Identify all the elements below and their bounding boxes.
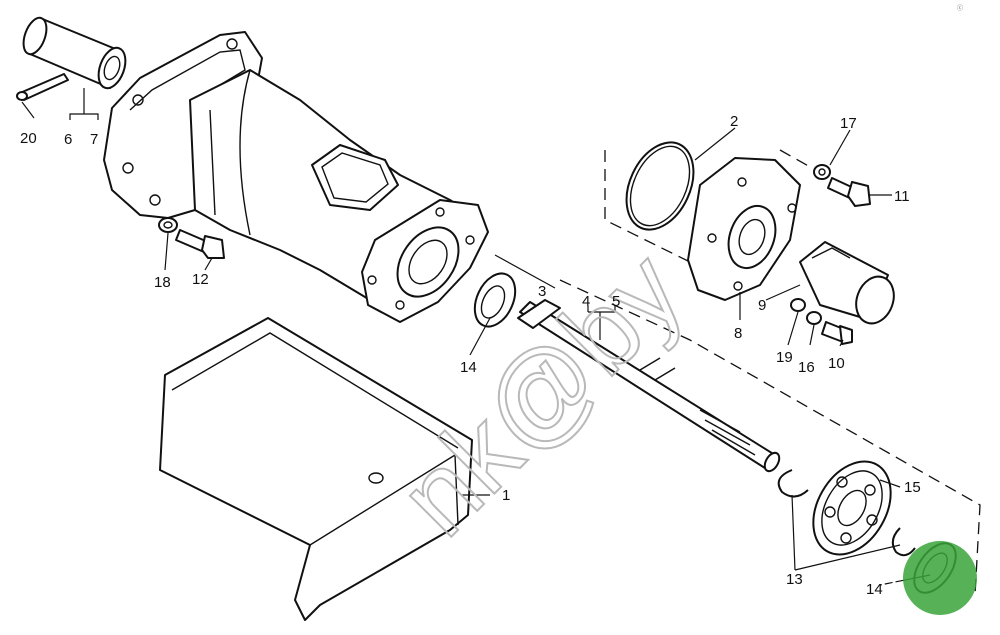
logo-circle: [903, 541, 977, 615]
part-11-bolt: [827, 177, 871, 207]
label-12: 12: [192, 271, 209, 288]
corner-mark: ⓒ: [957, 4, 963, 12]
label-20: 20: [20, 130, 37, 147]
main-housing: [103, 31, 489, 323]
part-15-bearing: [812, 460, 892, 556]
agro-logo: АГРО: [842, 541, 977, 615]
label-18: 18: [154, 274, 171, 291]
label-7: 7: [90, 131, 98, 148]
part-20-pin: [16, 73, 69, 101]
leader-lines: [21, 88, 931, 586]
label-14-lower: 14: [866, 581, 883, 598]
part-8-flange: [687, 157, 801, 301]
label-13: 13: [786, 571, 803, 588]
part-3-shaft: [517, 299, 781, 473]
part-17-washer: [813, 164, 831, 180]
part-12-bolt: [175, 229, 225, 259]
logo-text: АГРО: [842, 573, 896, 595]
part-14-seal-upper: [473, 272, 517, 328]
label-5: 5: [612, 293, 620, 310]
label-9: 9: [758, 297, 766, 314]
label-1: 1: [502, 487, 510, 504]
part-10-bolt: [821, 321, 853, 345]
part-16-washer: [806, 311, 822, 325]
part-18-washer: [158, 217, 178, 233]
label-4: 4: [582, 293, 590, 310]
label-8: 8: [734, 325, 742, 342]
label-14-upper: 14: [460, 359, 477, 376]
label-2: 2: [730, 113, 738, 130]
part-9-cap: [799, 241, 895, 325]
label-11: 11: [894, 188, 910, 205]
label-10: 10: [828, 355, 845, 372]
part-19-washer: [790, 298, 806, 312]
label-3: 3: [538, 283, 546, 300]
part-1-cover: [159, 317, 473, 621]
label-16: 16: [798, 359, 815, 376]
label-15: 15: [904, 479, 921, 496]
label-6: 6: [64, 131, 72, 148]
assembly-dashed-lines: [559, 149, 981, 596]
part-2-o-ring: [625, 141, 695, 231]
part-number-labels: 1 2 3 4 5 6 7 8 9 10 11 12 13 14 14 15 1…: [20, 113, 921, 598]
label-19: 19: [776, 349, 793, 366]
label-17: 17: [840, 115, 857, 132]
part-6-7-coupling: [22, 16, 127, 90]
part-13-circlip: [777, 469, 916, 557]
